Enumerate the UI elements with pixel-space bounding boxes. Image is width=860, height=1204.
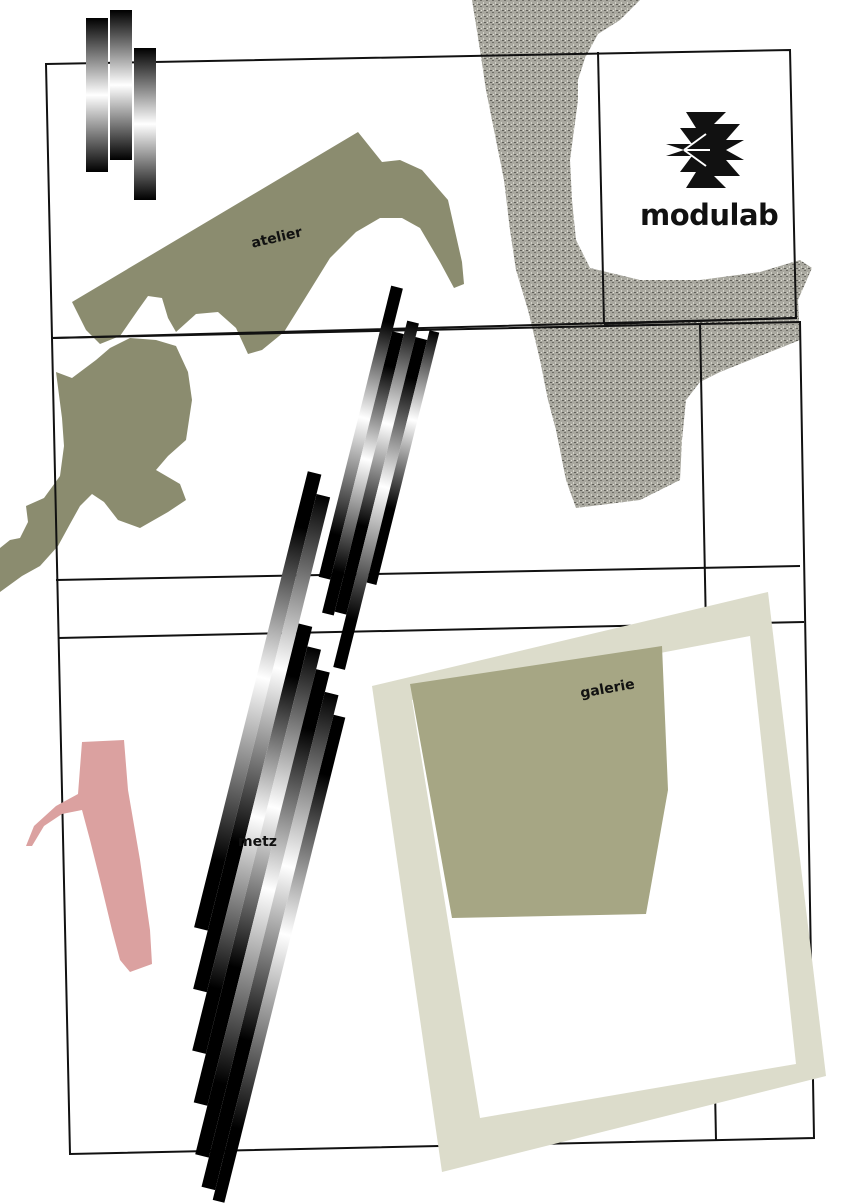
gradient-bars-lower [192, 471, 346, 1203]
gravel-texture-shape [472, 0, 812, 508]
atelier-olive-shape [72, 132, 464, 354]
metz-label: metz [238, 834, 277, 850]
modulab-logo-icon [666, 112, 744, 188]
gradient-bar-3 [134, 48, 156, 200]
brand-name: modulab [640, 198, 779, 232]
pink-shape [26, 740, 152, 972]
grid-frame-lines [44, 48, 816, 1156]
gradient-bars-upper [318, 285, 440, 670]
olive-lower-shape [0, 338, 192, 592]
gradient-bar-1 [86, 18, 108, 172]
gradient-bar-2 [110, 10, 132, 160]
galerie-olive-panel [410, 646, 668, 918]
